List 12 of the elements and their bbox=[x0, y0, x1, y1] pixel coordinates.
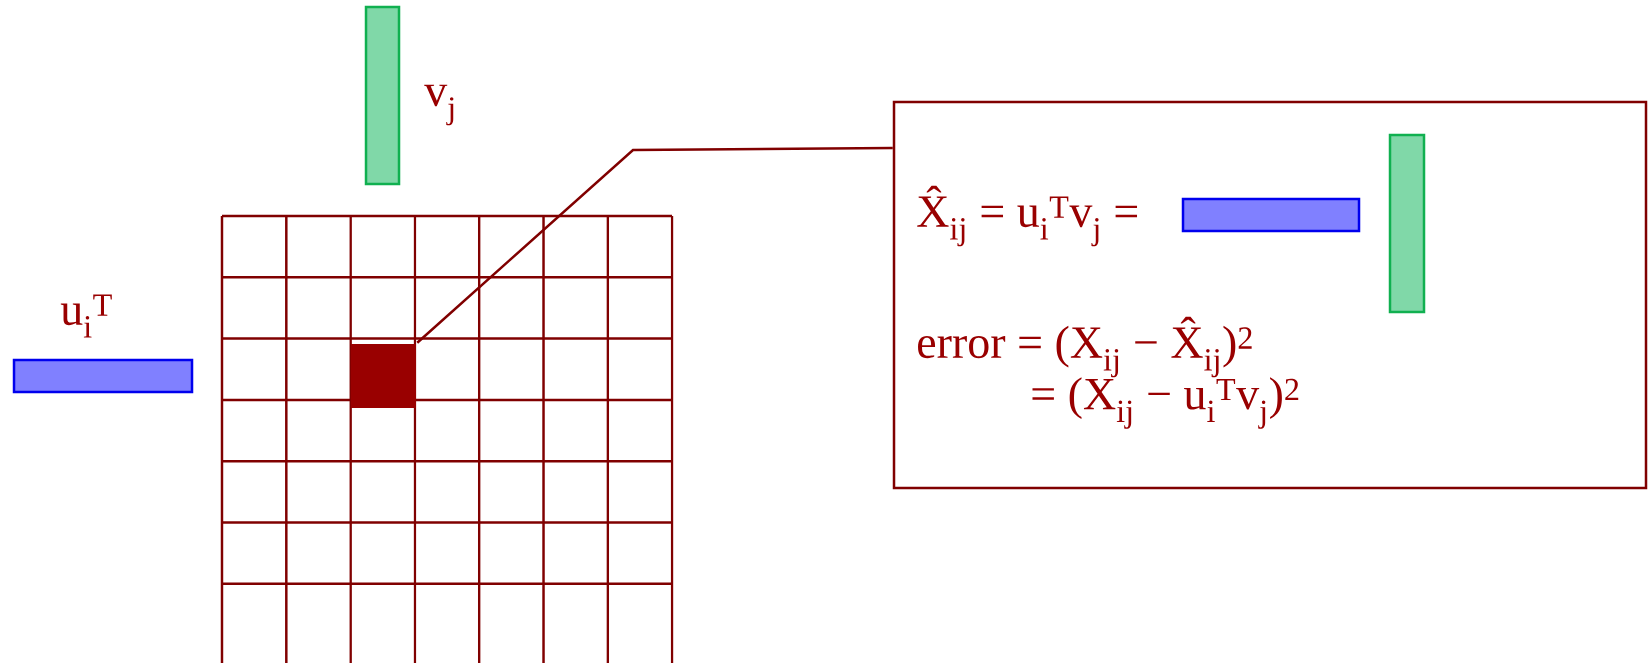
formula: = (X$_{ij}$ − u$_{i}$$^{T}$v$_{j}$)$^{2}$ bbox=[1032, 377, 1299, 429]
math-label: u$_{i}$T bbox=[60, 294, 112, 338]
formula: X̂$_{ij}$ = u$_{i}$$^{T}$v$_{j}$ = bbox=[917, 185, 1137, 247]
highlighted-cell bbox=[351, 344, 416, 408]
bar bbox=[12, 358, 194, 394]
math-label: v$_{j}$ bbox=[424, 84, 454, 126]
bar bbox=[1181, 197, 1361, 233]
bar bbox=[364, 5, 401, 186]
bar bbox=[1388, 133, 1426, 314]
formula-box bbox=[892, 100, 1648, 490]
formula: error = (X$_{ij}$ − X̂$_{ij}$)$^{2}$ bbox=[918, 316, 1252, 378]
leader-line bbox=[416, 146, 893, 344]
